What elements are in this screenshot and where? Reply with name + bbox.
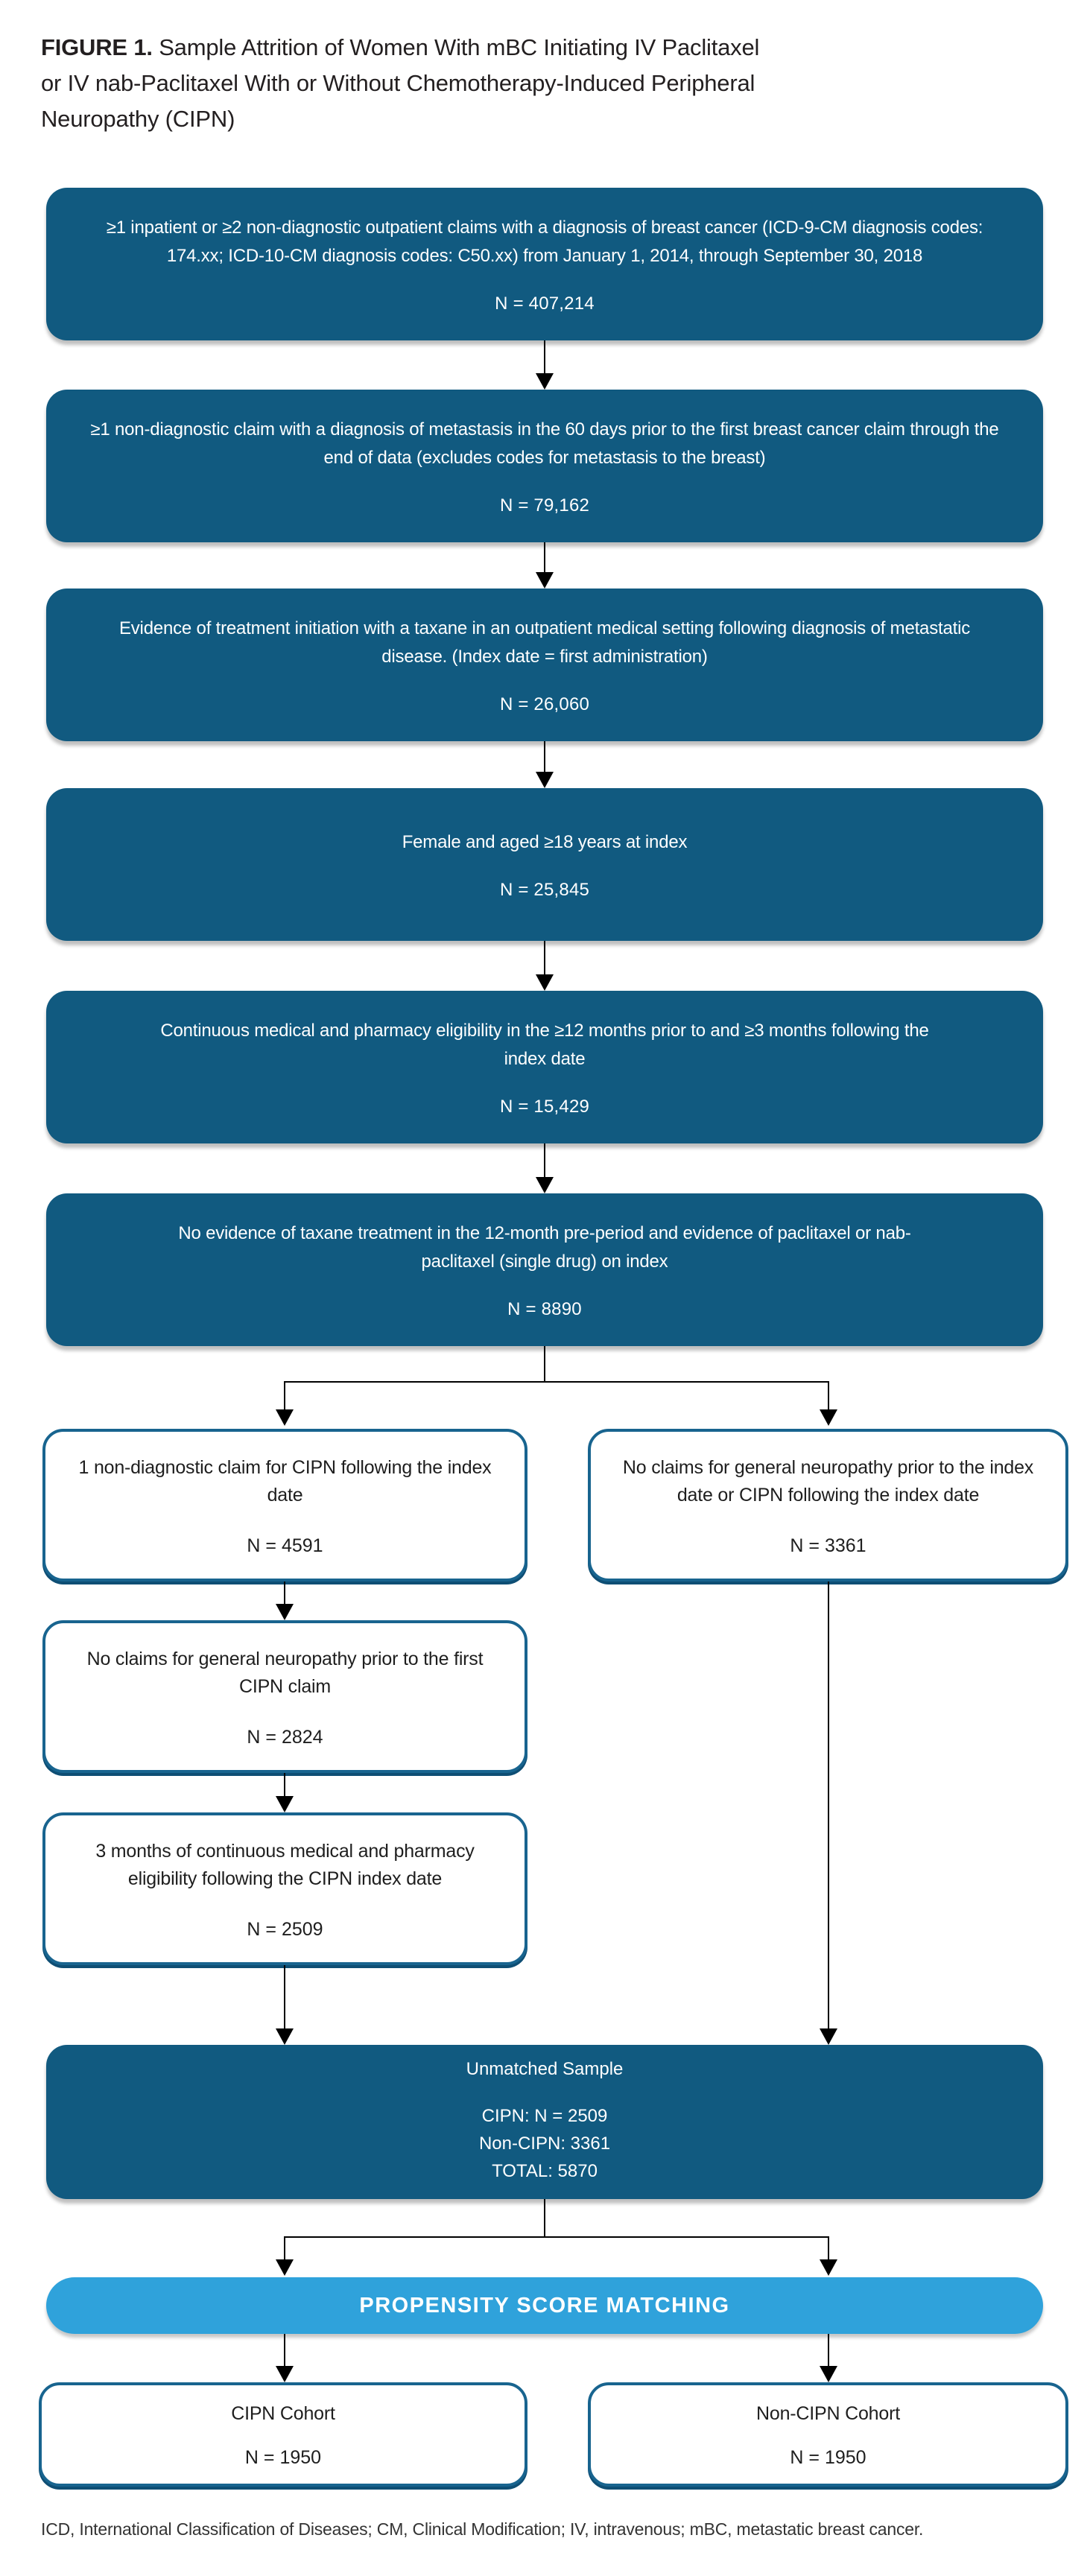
cohort-n: N = 1950 (790, 2447, 866, 2469)
box-text: 1 non-diagnostic claim for CIPN followin… (78, 1456, 492, 1506)
box-text: Evidence of treatment initiation with a … (118, 618, 971, 667)
figure-title: FIGURE 1. Sample Attrition of Women With… (41, 30, 1062, 137)
box-n: N = 8890 (507, 1298, 582, 1319)
box-text: ≥1 non-diagnostic claim with a diagnosis… (90, 419, 999, 468)
figure-title-line1: Sample Attrition of Women With mBC Initi… (159, 34, 760, 60)
propensity-score-matching-band: PROPENSITY SCORE MATCHING (46, 2277, 1043, 2334)
flow-box-female-age: Female and aged ≥18 years at index N = 2… (46, 788, 1043, 941)
arrow-down-icon (820, 2366, 837, 2382)
flow-box-continuous-eligibility: Continuous medical and pharmacy eligibil… (46, 991, 1043, 1143)
arrow-down-icon (536, 572, 554, 589)
box-text: No evidence of taxane treatment in the 1… (178, 1223, 911, 1272)
flow-arrow-line (284, 1965, 285, 2028)
flow-box-no-prior-taxane: No evidence of taxane treatment in the 1… (46, 1193, 1043, 1346)
arrow-down-icon (536, 1177, 554, 1193)
box-n: N = 25,845 (499, 880, 590, 901)
unmatched-total-count: TOTAL: 5870 (492, 2161, 598, 2181)
cohort-n: N = 1950 (244, 2447, 322, 2469)
flow-arrow-line (544, 340, 545, 375)
split-connector-stem (544, 2199, 545, 2238)
arrow-down-icon (276, 1409, 294, 1426)
flow-arrow-line (544, 941, 545, 974)
split-connector-crossbar (285, 2236, 828, 2238)
flow-arrow-line (828, 1582, 829, 2028)
flow-box-cipn-3mo-eligibility: 3 months of continuous medical and pharm… (42, 1812, 527, 1965)
flow-arrow-line (284, 1582, 285, 1604)
flow-box-non-cipn-cohort: Non-CIPN Cohort N = 1950 (588, 2382, 1068, 2487)
flow-arrow-line (828, 2334, 829, 2366)
arrow-down-icon (276, 2366, 294, 2382)
flow-arrow-line (284, 2236, 285, 2261)
unmatched-cipn-count: CIPN: N = 2509 (481, 2106, 608, 2126)
unmatched-title: Unmatched Sample (466, 2059, 624, 2079)
arrow-down-icon (536, 974, 554, 991)
flow-box-breast-cancer-claims: ≥1 inpatient or ≥2 non-diagnostic outpat… (46, 188, 1043, 340)
flow-box-taxane-initiation: Evidence of treatment initiation with a … (46, 589, 1043, 741)
flow-arrow-line (828, 1381, 829, 1411)
box-text: No claims for general neuropathy prior t… (86, 1648, 484, 1698)
box-n: N = 2824 (247, 1726, 323, 1748)
flow-box-no-neuropathy-before-cipn: No claims for general neuropathy prior t… (42, 1620, 527, 1773)
abbreviation-footnote: ICD, International Classification of Dis… (41, 2519, 924, 2539)
box-text: No claims for general neuropathy prior t… (622, 1456, 1034, 1506)
flow-box-no-neuropathy-claims: No claims for general neuropathy prior t… (588, 1429, 1068, 1582)
arrow-down-icon (276, 2028, 294, 2045)
arrow-down-icon (536, 373, 554, 390)
arrow-down-icon (276, 1604, 294, 1620)
box-text: Continuous medical and pharmacy eligibil… (160, 1021, 929, 1069)
box-n: N = 407,214 (495, 293, 595, 314)
figure-title-line3: Neuropathy (CIPN) (41, 106, 235, 132)
figure-title-line1-wrap: FIGURE 1. Sample Attrition of Women With… (41, 30, 1062, 66)
box-n: N = 2509 (247, 1918, 323, 1940)
box-n: N = 79,162 (499, 495, 590, 515)
flow-box-cipn-claim: 1 non-diagnostic claim for CIPN followin… (42, 1429, 527, 1582)
flow-arrow-line (828, 2236, 829, 2261)
figure-title-line2: or IV nab-Paclitaxel With or Without Che… (41, 70, 755, 96)
box-n: N = 26,060 (499, 694, 590, 714)
box-text: Female and aged ≥18 years at index (402, 831, 688, 852)
box-n: N = 15,429 (499, 1096, 590, 1117)
unmatched-counts: CIPN: N = 2509 Non-CIPN: 3361 TOTAL: 587… (479, 2102, 610, 2185)
arrow-down-icon (276, 1796, 294, 1812)
split-connector-stem (544, 1346, 545, 1383)
arrow-down-icon (820, 2259, 837, 2276)
flow-arrow-line (544, 542, 545, 572)
cohort-label: CIPN Cohort (231, 2402, 335, 2424)
cohort-label: Non-CIPN Cohort (756, 2402, 900, 2424)
box-text: ≥1 inpatient or ≥2 non-diagnostic outpat… (106, 218, 983, 266)
flow-box-cipn-cohort: CIPN Cohort N = 1950 (39, 2382, 527, 2487)
arrow-down-icon (820, 1409, 837, 1426)
figure-label: FIGURE 1. (41, 34, 153, 60)
box-text: 3 months of continuous medical and pharm… (95, 1840, 475, 1890)
unmatched-non-cipn-count: Non-CIPN: 3361 (478, 2134, 611, 2154)
box-n: N = 3361 (790, 1535, 866, 1556)
flow-arrow-line (284, 1773, 285, 1796)
arrow-down-icon (276, 2259, 294, 2276)
box-n: N = 4591 (247, 1535, 323, 1556)
flow-box-unmatched-sample: Unmatched Sample CIPN: N = 2509 Non-CIPN… (46, 2045, 1043, 2199)
flow-arrow-line (544, 1143, 545, 1177)
flow-arrow-line (544, 741, 545, 772)
split-connector-crossbar (285, 1381, 828, 1383)
arrow-down-icon (820, 2028, 837, 2045)
arrow-down-icon (536, 772, 554, 788)
flow-arrow-line (284, 2334, 285, 2366)
flow-arrow-line (284, 1381, 285, 1411)
flow-box-metastasis-claim: ≥1 non-diagnostic claim with a diagnosis… (46, 390, 1043, 542)
